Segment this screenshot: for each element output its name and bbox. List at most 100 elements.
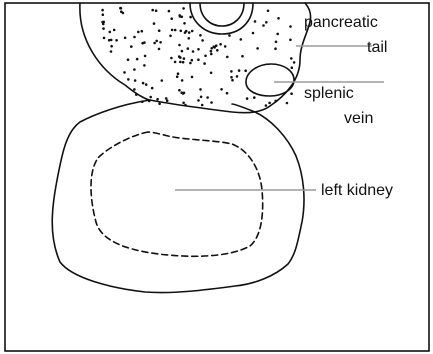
stipple-dot — [267, 10, 270, 13]
stipple-dot — [124, 37, 127, 40]
stipple-dot — [262, 24, 265, 27]
stipple-dot — [277, 17, 280, 20]
stipple-dot — [244, 69, 247, 72]
stipple-dot — [191, 59, 194, 62]
stipple-dot — [177, 72, 180, 75]
stipple-dot — [293, 61, 296, 64]
stipple-dot — [158, 29, 161, 32]
stipple-dot — [230, 70, 233, 73]
stipple-dot — [201, 104, 204, 107]
stipple-dot — [156, 98, 159, 101]
stipple-dot — [265, 21, 268, 24]
stipple-dot — [246, 97, 249, 100]
stipple-dot — [290, 57, 293, 60]
label-pancreatic-tail-line1: pancreatic — [304, 14, 378, 31]
stipple-dot — [115, 39, 118, 42]
stipple-dot — [236, 75, 239, 78]
stipple-dot — [203, 62, 206, 65]
stipple-dot — [110, 45, 113, 48]
stipple-dot — [206, 96, 209, 99]
stipple-dot — [135, 93, 138, 96]
stipple-dot — [224, 45, 227, 48]
stipple-dot — [200, 96, 203, 99]
stipple-dot — [213, 45, 216, 48]
stipple-dot — [210, 101, 213, 104]
stipple-dot — [103, 37, 106, 40]
stipple-dot — [188, 37, 191, 40]
label-left-kidney: left kidney — [321, 182, 393, 199]
stipple-dot — [183, 92, 186, 95]
stipple-dot — [137, 31, 140, 34]
stipple-dot — [174, 29, 177, 32]
stipple-dot — [265, 104, 268, 107]
stipple-dot — [199, 88, 202, 91]
stipple-dot — [189, 16, 192, 19]
stipple-dot — [168, 10, 171, 13]
stipple-dot — [171, 29, 174, 32]
stipple-dot — [143, 41, 146, 44]
stipple-dot — [226, 92, 229, 95]
stipple-dot — [151, 9, 154, 12]
stipple-dot — [181, 50, 184, 53]
stipple-dot — [101, 21, 104, 24]
stipple-dot — [192, 50, 195, 53]
stipple-dot — [110, 50, 113, 53]
stipple-dot — [289, 39, 292, 42]
stipple-dot — [215, 44, 218, 47]
stipple-dot — [179, 15, 182, 18]
stipple-dot — [180, 30, 183, 33]
stipple-dot — [133, 68, 136, 71]
stipple-dot — [183, 57, 186, 60]
stipple-dot — [161, 79, 164, 82]
stipple-dot — [197, 48, 200, 51]
stipple-dot — [176, 75, 179, 78]
stipple-dot — [191, 76, 194, 79]
stipple-dot — [143, 64, 146, 67]
stipple-dot — [188, 31, 191, 34]
stipple-dot — [216, 49, 219, 52]
stipple-dot — [179, 61, 182, 64]
label-splenic-vein-line1: splenic — [304, 85, 354, 102]
stipple-dot — [210, 47, 213, 50]
stipple-dot — [159, 41, 162, 44]
stipple-dot — [133, 36, 136, 39]
stipple-dot — [178, 89, 181, 92]
stipple-dot — [231, 79, 234, 82]
stipple-dot — [102, 27, 105, 30]
stipple-dot — [256, 47, 259, 50]
stipple-dot — [144, 55, 147, 58]
stipple-dot — [145, 83, 148, 86]
stipple-dot — [134, 79, 137, 82]
stipple-dot — [136, 58, 139, 61]
stipple-dot — [274, 47, 277, 50]
stipple-dot — [149, 96, 152, 99]
stipple-dot — [274, 100, 277, 103]
stipple-dot — [268, 102, 271, 105]
stipple-dot — [228, 34, 231, 37]
stipple-dot — [183, 22, 186, 25]
stipple-dot — [141, 30, 144, 33]
stipple-dot — [210, 50, 213, 53]
stipple-dot — [142, 82, 145, 85]
stipple-dot — [204, 55, 207, 58]
stipple-dot — [102, 13, 105, 16]
stipple-dot — [254, 20, 257, 23]
stipple-dot — [191, 30, 194, 33]
stipple-dot — [197, 58, 200, 61]
stipple-dot — [127, 58, 130, 61]
figure-frame — [5, 3, 429, 351]
stipple-dot — [201, 39, 204, 42]
stipple-dot — [158, 48, 161, 51]
stipple-dot — [109, 31, 112, 34]
stipple-dot — [174, 61, 177, 64]
stipple-dot — [219, 43, 222, 46]
stipple-dot — [182, 7, 185, 10]
stipple-dot — [210, 72, 213, 75]
stipple-dot — [113, 29, 116, 32]
stipple-dot — [151, 87, 154, 90]
stipple-dot — [182, 61, 185, 64]
stipple-dot — [158, 103, 161, 106]
stipple-dot — [290, 92, 293, 95]
stipple-dot — [230, 76, 233, 79]
